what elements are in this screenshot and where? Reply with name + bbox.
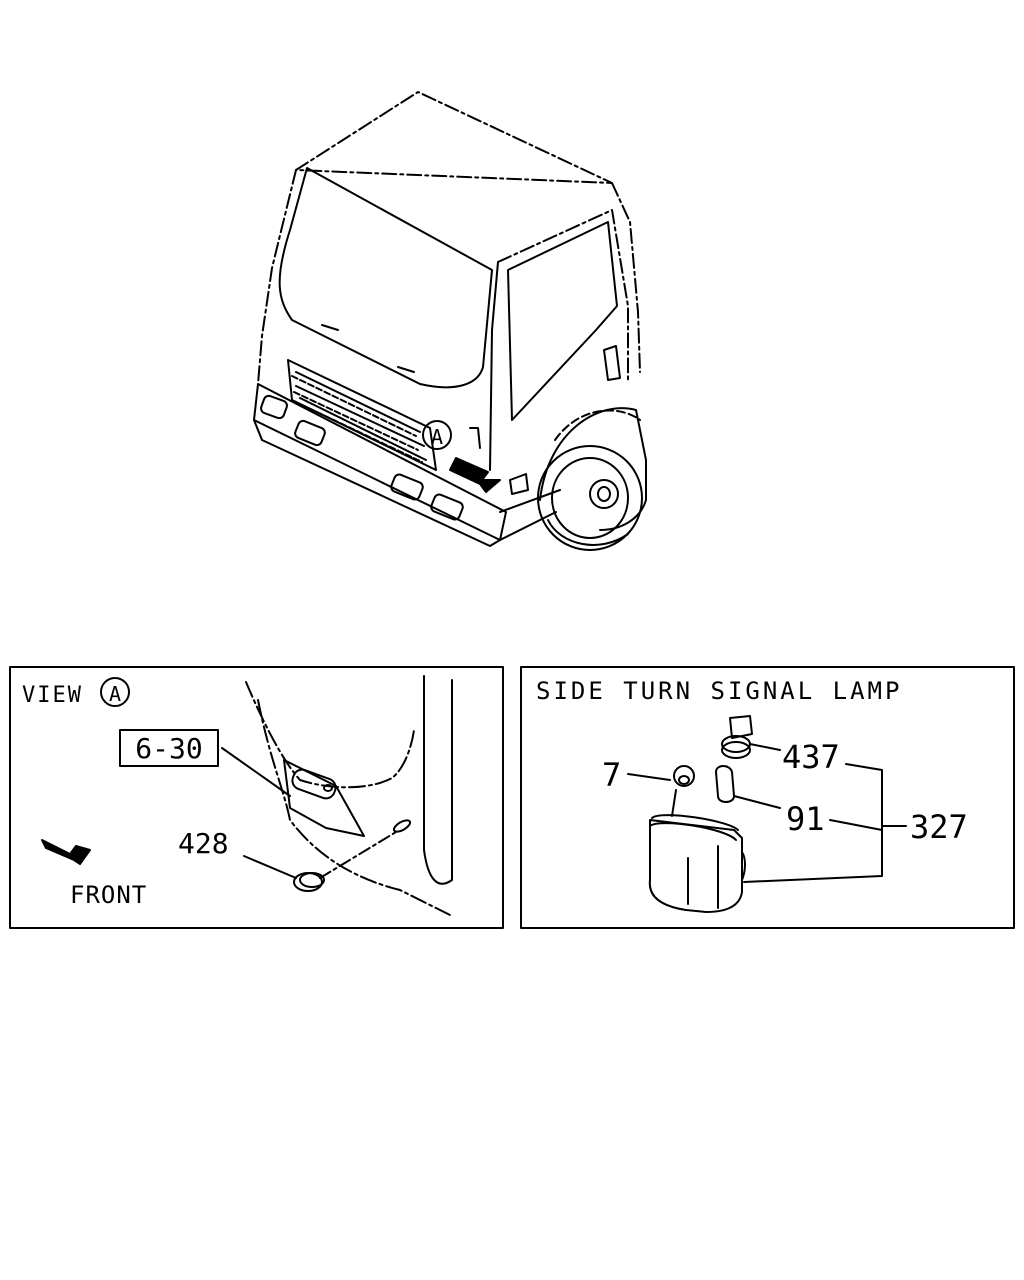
truck-cab-illustration	[253, 91, 647, 551]
front-direction-label: FRONT	[70, 881, 147, 909]
part-number-437: 437	[782, 738, 840, 776]
part-number-327: 327	[910, 808, 968, 846]
view-panel-marker: A	[109, 682, 121, 706]
socket-part	[721, 715, 781, 759]
lamp-housing	[648, 789, 746, 913]
truck-view-marker: A	[431, 425, 443, 449]
lamp-panel-title: SIDE TURN SIGNAL LAMP	[536, 677, 902, 705]
part-number-91: 91	[786, 800, 825, 838]
view-body-panel-illustration	[41, 675, 453, 917]
ref-box-frame	[119, 729, 219, 767]
view-panel-title: VIEW	[22, 683, 83, 708]
lamp-assembly-illustration	[627, 715, 907, 913]
view-marker-circle	[100, 677, 130, 707]
view-panel-frame	[9, 666, 504, 929]
part-number-7: 7	[602, 756, 621, 794]
ref-box-label: 6-30	[135, 732, 202, 765]
lamp-panel-frame	[520, 666, 1015, 929]
bulb-part	[715, 765, 781, 809]
part-number-428: 428	[178, 827, 229, 860]
seal-part	[627, 765, 695, 787]
